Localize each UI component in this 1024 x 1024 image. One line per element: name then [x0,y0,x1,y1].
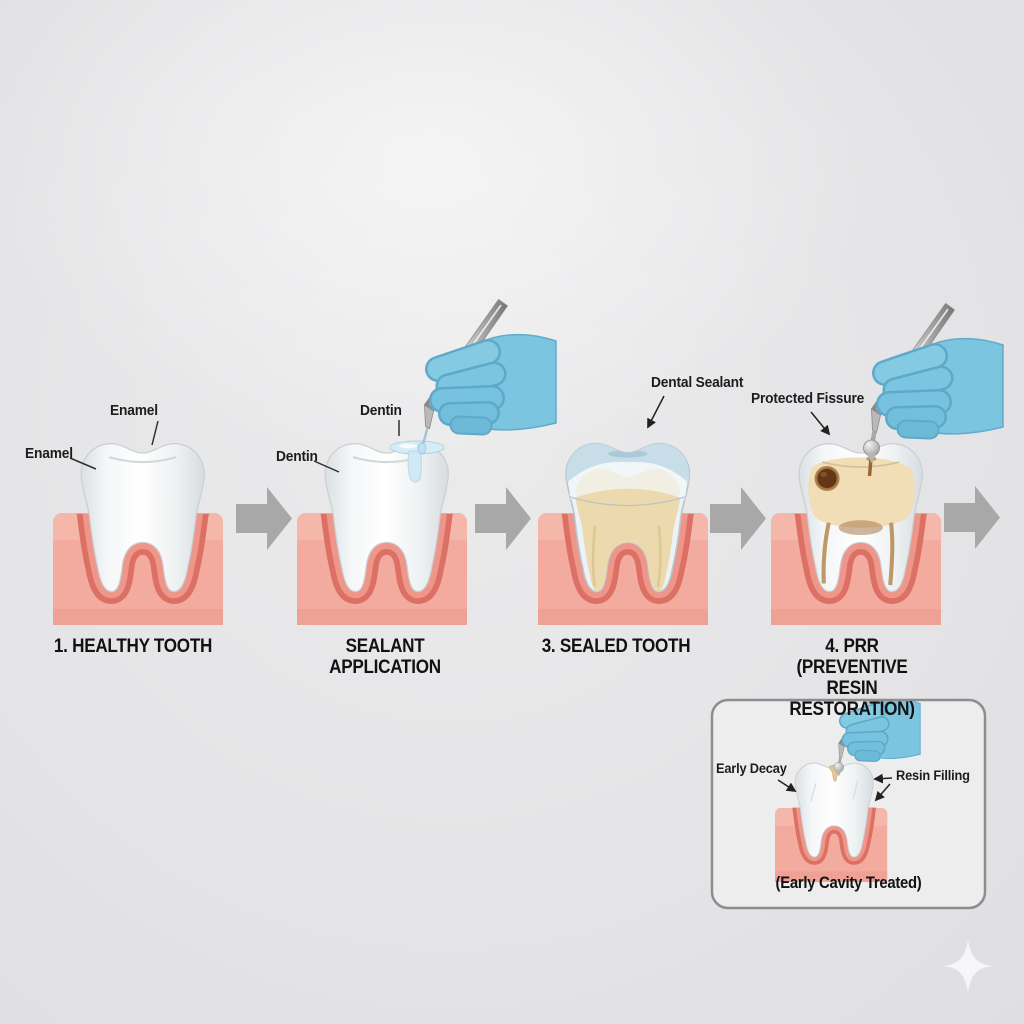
label-arrow [777,779,797,792]
stage-3-caption: 3. SEALED TOOTH [541,636,691,657]
stage-2-caption: SEALANT APPLICATION [329,636,441,678]
label-line [313,460,340,473]
dental-sealant-label: Dental Sealant [651,375,744,391]
flow-arrow-icon [475,487,531,550]
enamel-label-side: Enamel [25,446,73,462]
stage-4-prr-art [771,304,1004,625]
stage-2-sealant-application-art [297,300,556,625]
flow-arrow-icon [710,487,766,550]
dentin-label-side: Dentin [276,449,318,465]
inset-border [710,698,987,910]
inset-caption: (Early Cavity Treated) [775,874,922,892]
label-arrow [810,411,831,436]
gloved-hand-icon [418,300,556,455]
label-arrow [874,783,891,802]
stage-1-healthy-tooth-art [53,420,223,625]
sealant-cap [566,443,690,484]
label-line [69,457,97,470]
gloved-hand-drill-icon [864,304,1004,464]
sealant-applicator-icon [421,427,429,445]
flow-arrow-icon [944,486,1000,549]
stage-1-caption: 1. HEALTHY TOOTH [53,636,213,657]
tooth-illustration [566,440,689,595]
label-line [151,420,159,446]
inset-panel-art [710,698,987,910]
resin-filling-label: Resin Filling [896,768,970,783]
sparkle-icon [942,940,994,992]
dentin-label-top: Dentin [360,403,402,419]
tooth-illustration [81,444,204,592]
enamel-label-top: Enamel [110,403,158,419]
stage-3-sealed-tooth-art [538,395,708,625]
stage-4-caption: 4. PRR (PREVENTIVE RESIN RESTORATION) [789,636,915,720]
tooth-illustration [799,444,922,592]
sealant-shine [399,443,417,449]
label-arrow [873,773,893,784]
label-arrow [647,395,665,429]
sealant-drip [407,450,422,483]
early-decay-label: Early Decay [716,761,787,776]
flow-arrow-icon [236,487,292,550]
protected-fissure-label: Protected Fissure [751,391,865,407]
